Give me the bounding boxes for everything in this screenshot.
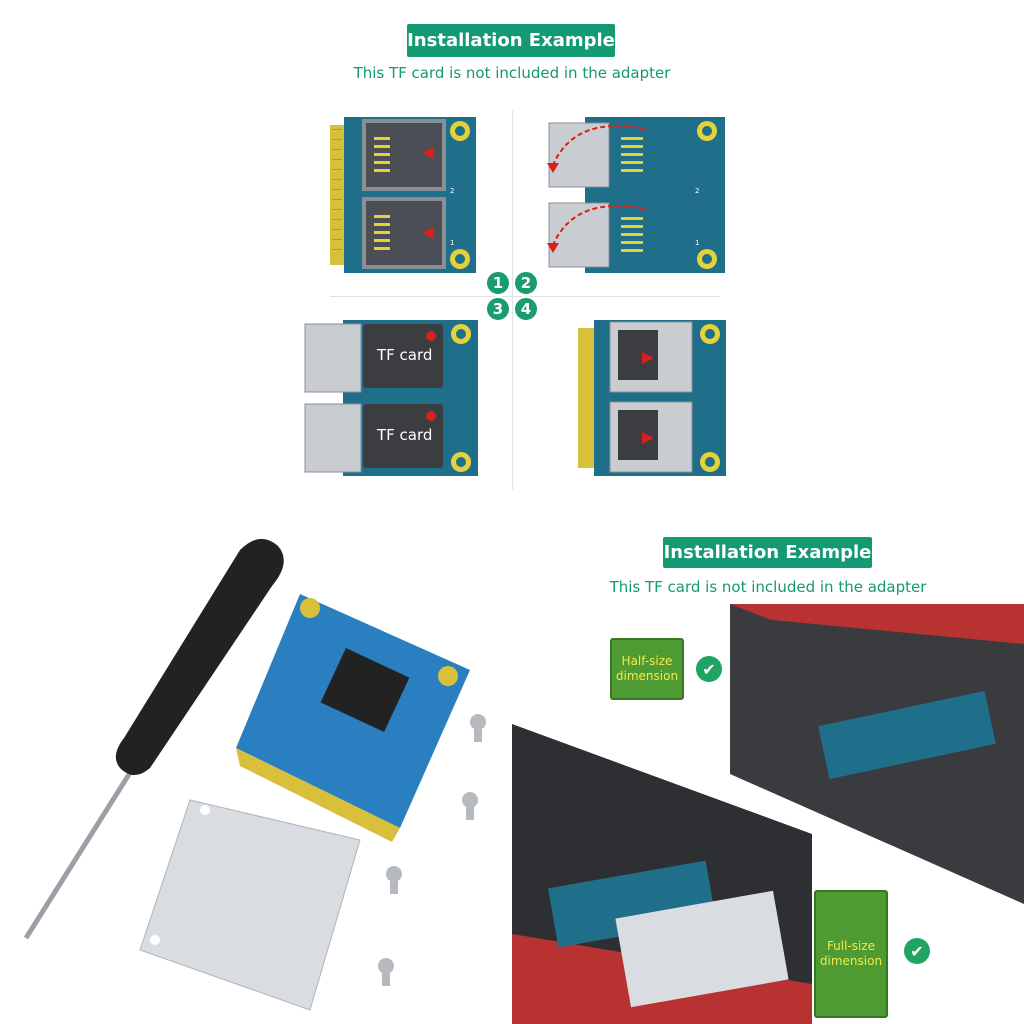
step-badge-2: 2 xyxy=(513,270,539,296)
adapter-board-step-3: TF card TF card xyxy=(304,320,478,476)
installation-subtitle: This TF card is not included in the adap… xyxy=(353,64,671,82)
tf-card-label-2: TF card xyxy=(376,426,432,444)
screw-icon xyxy=(378,714,486,986)
slot-2-label: 2 xyxy=(450,187,454,195)
step-badge-4: 4 xyxy=(513,296,539,322)
slot-2-label-b: 2 xyxy=(695,187,699,195)
installation-banner: Installation Example xyxy=(407,24,615,57)
mini-pcie-adapter-icon xyxy=(236,594,470,842)
adapter-board-step-4 xyxy=(578,320,726,476)
adapter-board-step-1: 2 1 xyxy=(330,117,476,273)
divider-vertical xyxy=(512,110,513,490)
installation-banner-2: Installation Example xyxy=(663,537,872,568)
checkmark-icon: ✔ xyxy=(696,656,722,682)
step-badge-1: 1 xyxy=(485,270,511,296)
mounting-bracket-icon xyxy=(139,799,361,1011)
slot-1-label-b: 1 xyxy=(695,239,699,247)
step-badge-3: 3 xyxy=(485,296,511,322)
product-contents-panel xyxy=(0,510,512,1024)
screwdriver-icon xyxy=(23,538,284,940)
checkmark-icon-2: ✔ xyxy=(904,938,930,964)
full-size-label: Full-size dimension xyxy=(819,939,883,968)
top-installation-panel: Installation Example This TF card is not… xyxy=(0,0,1024,510)
adapter-board-step-2: 2 1 xyxy=(547,117,725,273)
motherboard-installation-panel: Installation Example This TF card is not… xyxy=(512,510,1024,1024)
half-size-label: Half-size dimension xyxy=(615,654,679,683)
full-size-card-icon: Full-size dimension xyxy=(814,890,888,1018)
installation-subtitle-2: This TF card is not included in the adap… xyxy=(609,578,927,596)
motherboard-photo xyxy=(512,604,1024,1024)
slot-1-label: 1 xyxy=(450,239,454,247)
half-size-card-icon: Half-size dimension xyxy=(610,638,684,700)
tf-card-label-1: TF card xyxy=(376,346,432,364)
product-illustration xyxy=(23,538,486,1011)
